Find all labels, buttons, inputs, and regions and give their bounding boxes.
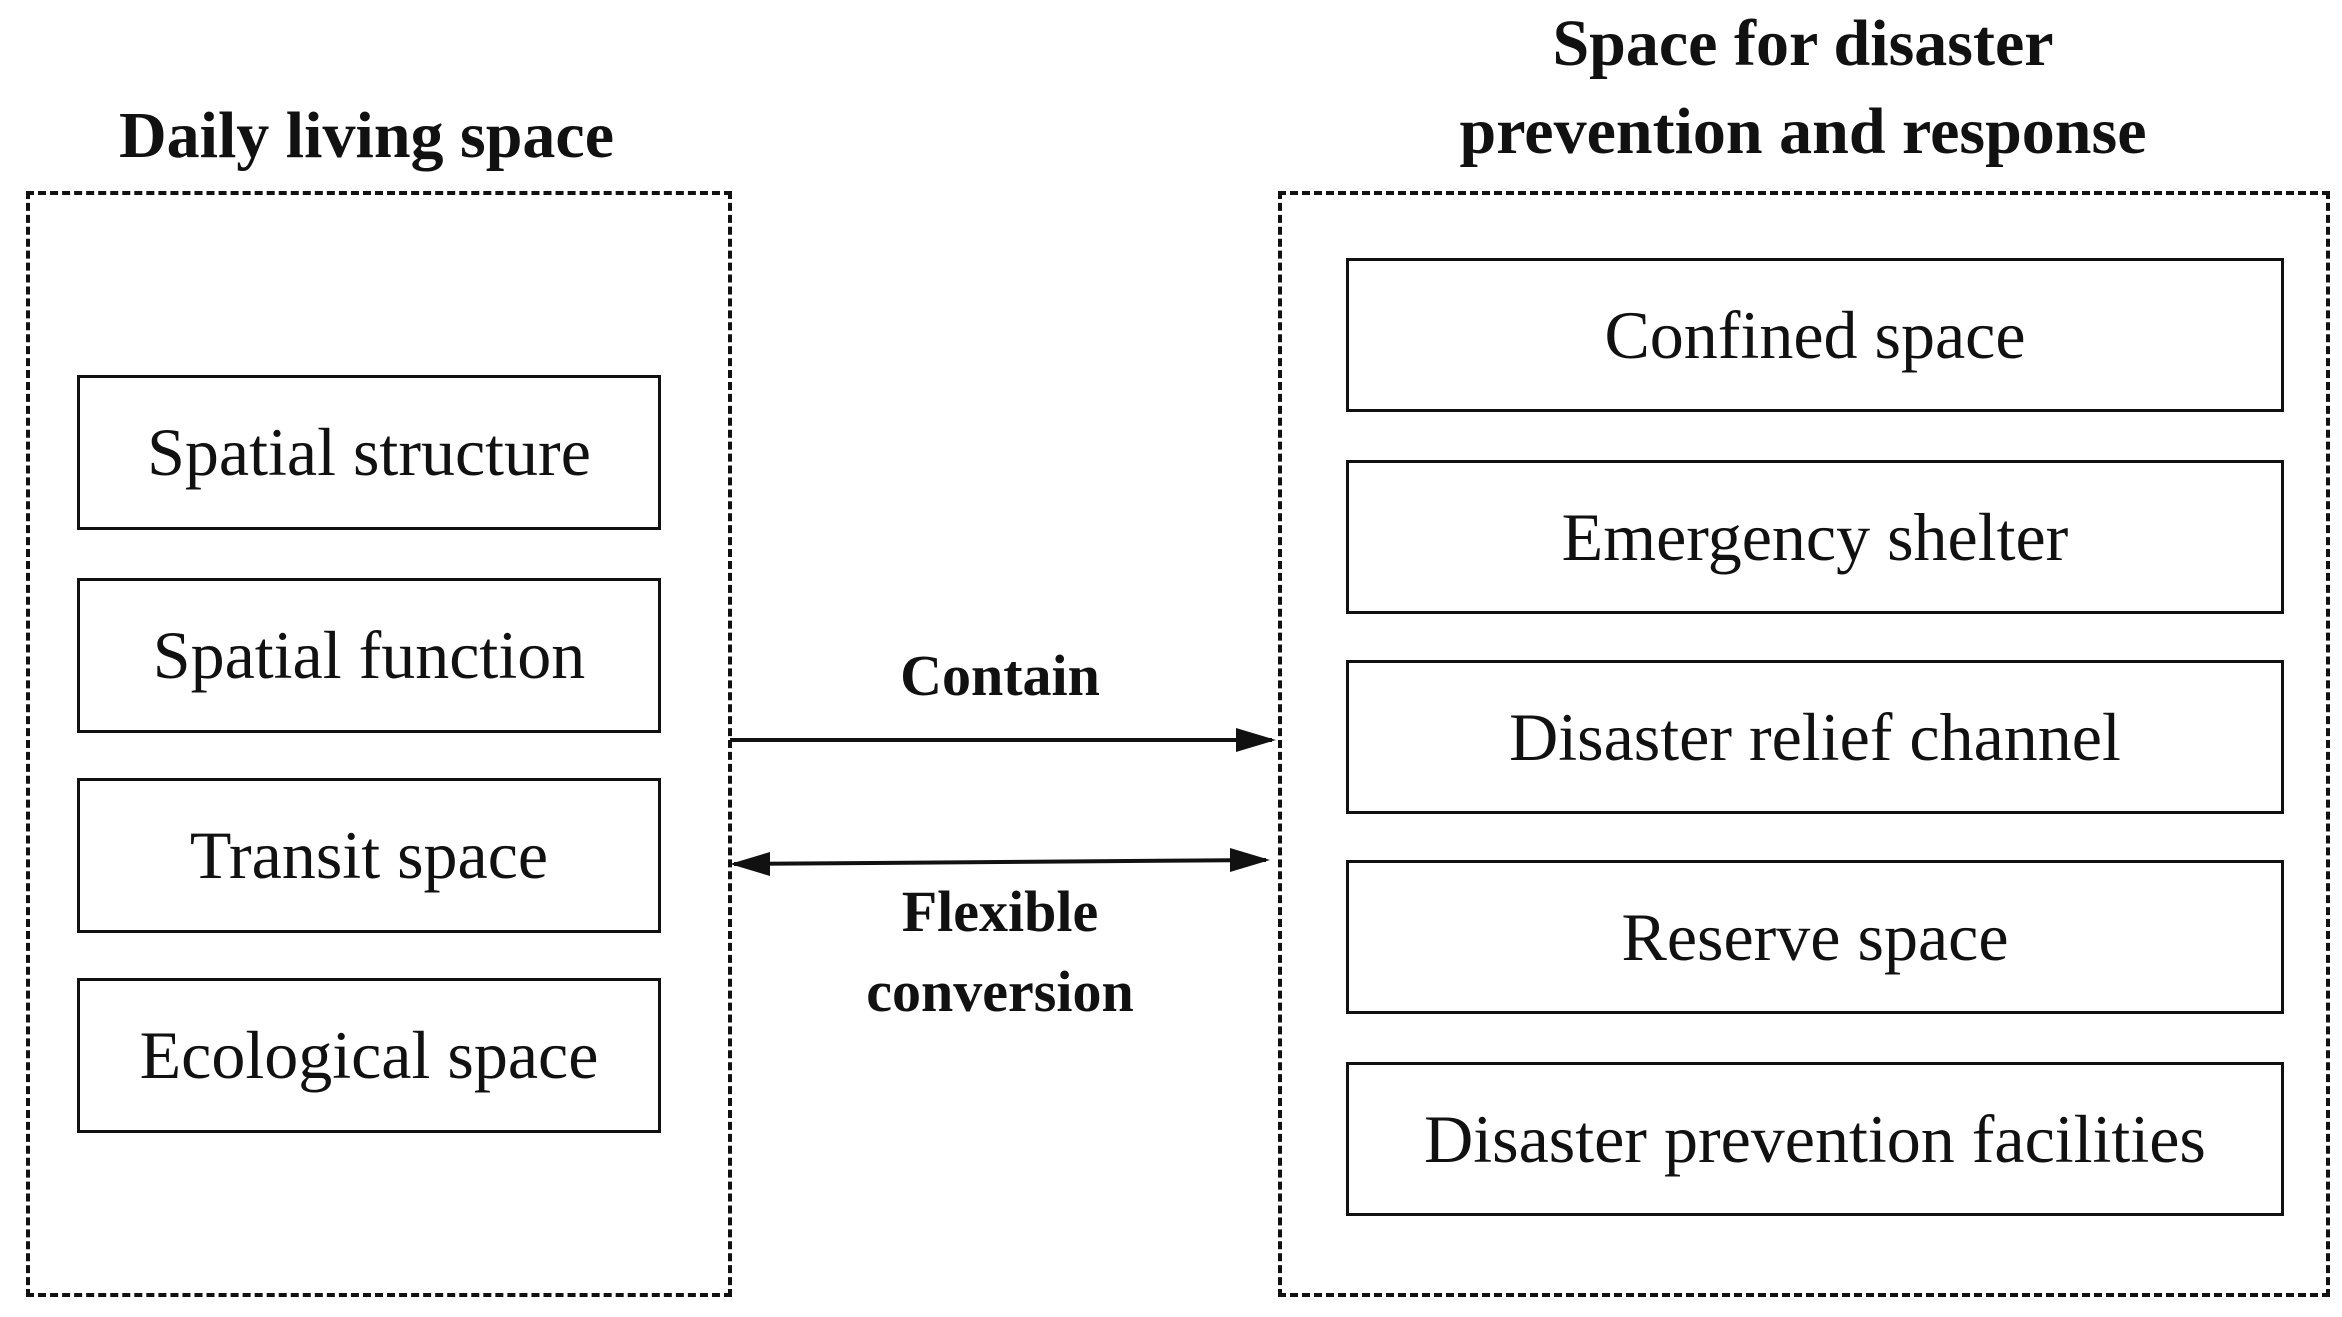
daily-living-space-group — [26, 191, 732, 1297]
spatial-function-box: Spatial function — [77, 578, 661, 733]
contain-label: Contain — [900, 643, 1100, 708]
flexible-conversion-label-line2: conversion — [866, 959, 1134, 1024]
disaster-space-title-line1: Space for disaster — [1552, 7, 2054, 80]
flexible-conversion-label: Flexible conversion — [780, 872, 1220, 1032]
emergency-shelter-box: Emergency shelter — [1346, 460, 2284, 614]
reserve-space-box: Reserve space — [1346, 860, 2284, 1014]
ecological-space-box: Ecological space — [77, 978, 661, 1133]
contain-arrow — [730, 728, 1276, 752]
disaster-space-title: Space for disaster prevention and respon… — [1278, 0, 2328, 176]
spatial-structure-box: Spatial structure — [77, 375, 661, 530]
flexible-conversion-label-line1: Flexible — [901, 879, 1099, 944]
disaster-relief-channel-box: Disaster relief channel — [1346, 660, 2284, 814]
flexible-conversion-arrow — [730, 848, 1270, 876]
transit-space-box: Transit space — [77, 778, 661, 933]
disaster-prevention-facilities-box: Disaster prevention facilities — [1346, 1062, 2284, 1216]
confined-space-box: Confined space — [1346, 258, 2284, 412]
daily-living-space-title: Daily living space — [118, 99, 615, 172]
disaster-space-title-line2: prevention and response — [1459, 95, 2147, 168]
disaster-space-group — [1278, 191, 2330, 1297]
